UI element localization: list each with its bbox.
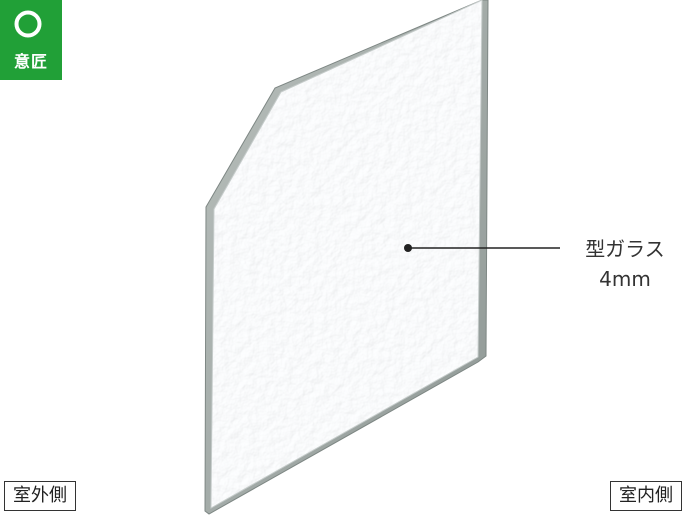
- outdoor-side-label: 室外側: [4, 481, 76, 511]
- circle-icon: [14, 10, 42, 38]
- indoor-side-label: 室内側: [610, 481, 682, 511]
- glass-face: [211, 0, 482, 508]
- glass-name: 型ガラス: [585, 237, 665, 261]
- glass-callout: 型ガラス 4mm: [575, 234, 675, 294]
- design-badge: 意匠: [0, 0, 62, 80]
- badge-label: 意匠: [13, 52, 48, 71]
- glass-thickness: 4mm: [599, 267, 651, 291]
